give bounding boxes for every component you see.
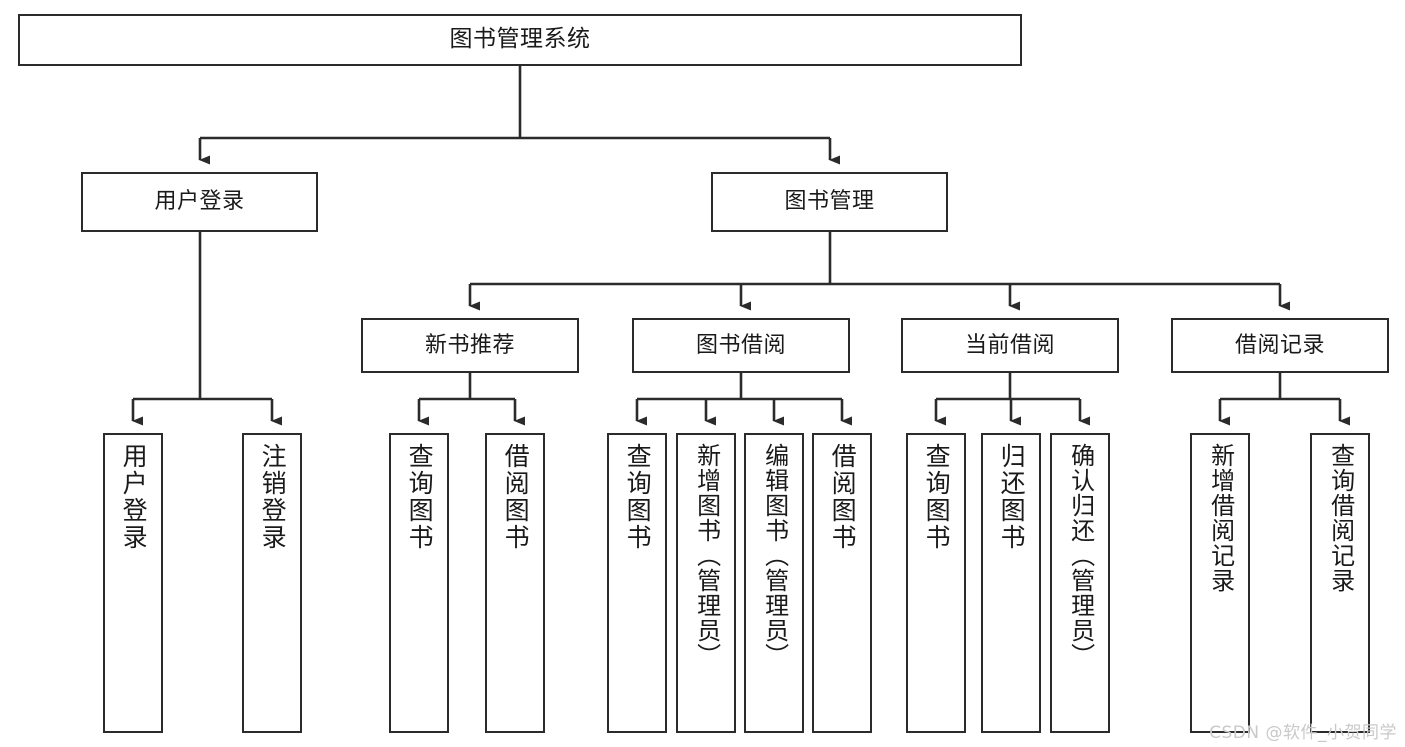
node-label: 查询图书 <box>623 443 653 551</box>
node-leaf-edit-book[interactable]: 编辑图书（管理员） <box>744 433 804 733</box>
node-leaf-query-book-3[interactable]: 查询图书 <box>906 433 966 733</box>
node-label: 编辑图书（管理员） <box>760 443 789 668</box>
node-label: 查询借阅记录 <box>1326 443 1355 593</box>
node-label: 新书推荐 <box>424 332 515 358</box>
node-label: 新增借阅记录 <box>1206 443 1235 593</box>
node-leaf-borrow-book-2[interactable]: 借阅图书 <box>812 433 872 733</box>
node-label: 借阅图书 <box>828 443 858 551</box>
node-label: 图书管理系统 <box>449 26 591 53</box>
node-leaf-confirm-return[interactable]: 确认归还（管理员） <box>1050 433 1110 733</box>
node-leaf-query-book-1[interactable]: 查询图书 <box>389 433 449 733</box>
node-label: 用户登录 <box>154 189 245 215</box>
node-leaf-add-book[interactable]: 新增图书（管理员） <box>676 433 736 733</box>
node-label: 新增图书（管理员） <box>692 443 721 668</box>
watermark: CSDN @软件_小贺同学 <box>1209 723 1397 743</box>
node-label: 借阅记录 <box>1234 332 1325 358</box>
node-leaf-add-record[interactable]: 新增借阅记录 <box>1190 433 1250 733</box>
node-leaf-logout[interactable]: 注销登录 <box>242 433 302 733</box>
node-current-borrow[interactable]: 当前借阅 <box>901 318 1119 373</box>
node-root[interactable]: 图书管理系统 <box>18 14 1022 66</box>
node-book-borrow[interactable]: 图书借阅 <box>632 318 850 373</box>
node-label: 当前借阅 <box>964 332 1055 358</box>
node-leaf-user-login[interactable]: 用户登录 <box>103 433 163 733</box>
node-label: 归还图书 <box>997 443 1027 551</box>
node-label: 查询图书 <box>922 443 952 551</box>
node-user-login[interactable]: 用户登录 <box>81 172 318 232</box>
node-label: 用户登录 <box>119 443 149 551</box>
node-label: 查询图书 <box>405 443 435 551</box>
node-leaf-query-book-2[interactable]: 查询图书 <box>607 433 667 733</box>
node-borrow-record[interactable]: 借阅记录 <box>1171 318 1389 373</box>
node-label: 借阅图书 <box>501 443 531 551</box>
node-leaf-query-record[interactable]: 查询借阅记录 <box>1310 433 1370 733</box>
node-label: 注销登录 <box>258 443 288 551</box>
node-label: 图书借阅 <box>695 332 786 358</box>
node-new-book-rec[interactable]: 新书推荐 <box>361 318 579 373</box>
node-label: 确认归还（管理员） <box>1066 443 1095 668</box>
node-book-manage[interactable]: 图书管理 <box>711 172 948 232</box>
node-leaf-borrow-book-1[interactable]: 借阅图书 <box>485 433 545 733</box>
node-label: 图书管理 <box>784 189 875 215</box>
node-leaf-return-book[interactable]: 归还图书 <box>981 433 1041 733</box>
